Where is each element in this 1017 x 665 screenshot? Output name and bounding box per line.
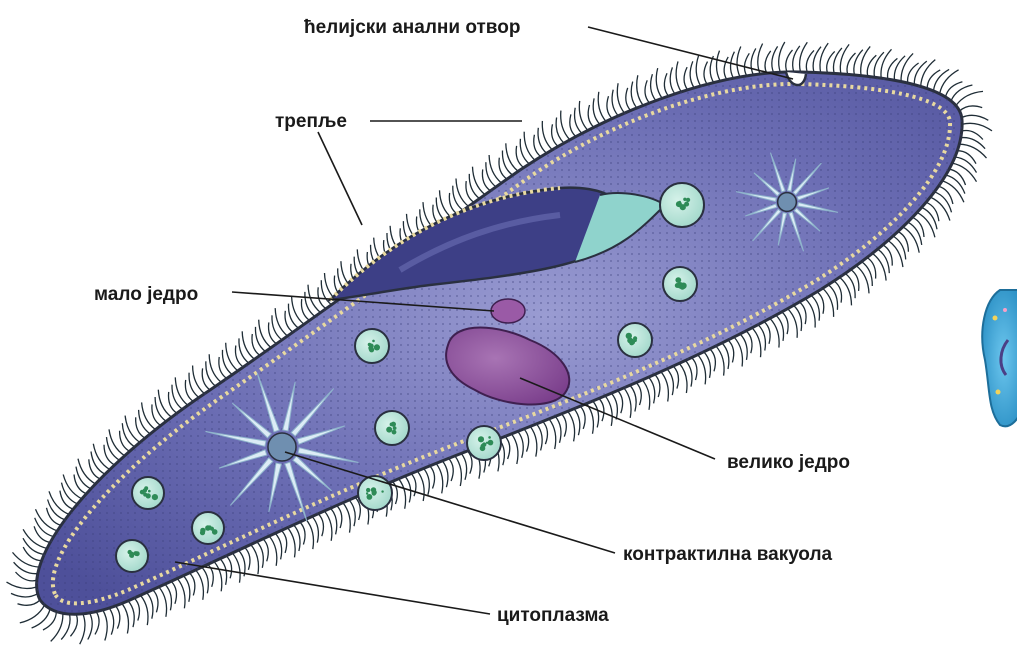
- label-cytoplasm: цитоплазма: [497, 605, 609, 626]
- label-micronucleus: мало једро: [94, 284, 198, 305]
- food-vacuole: [467, 426, 501, 460]
- leader-cilia-down: [318, 132, 362, 225]
- food-vacuole: [355, 329, 389, 363]
- label-macronucleus: велико једро: [727, 452, 850, 473]
- label-contractile-vacuole: контрактилна вакуола: [623, 544, 833, 565]
- forming-food-vacuole: [660, 183, 704, 227]
- food-vacuole: [116, 540, 148, 572]
- label-anal-pore: ћелијски анални отвор: [304, 17, 520, 38]
- food-vacuole: [618, 323, 652, 357]
- food-vacuole: [192, 512, 224, 544]
- micronucleus: [491, 299, 525, 323]
- food-vacuole: [375, 411, 409, 445]
- label-cilia: трепље: [275, 111, 347, 132]
- food-vacuole: [358, 476, 392, 510]
- second-organism-partial: [982, 290, 1017, 426]
- food-vacuole: [132, 477, 164, 509]
- food-vacuole: [663, 267, 697, 301]
